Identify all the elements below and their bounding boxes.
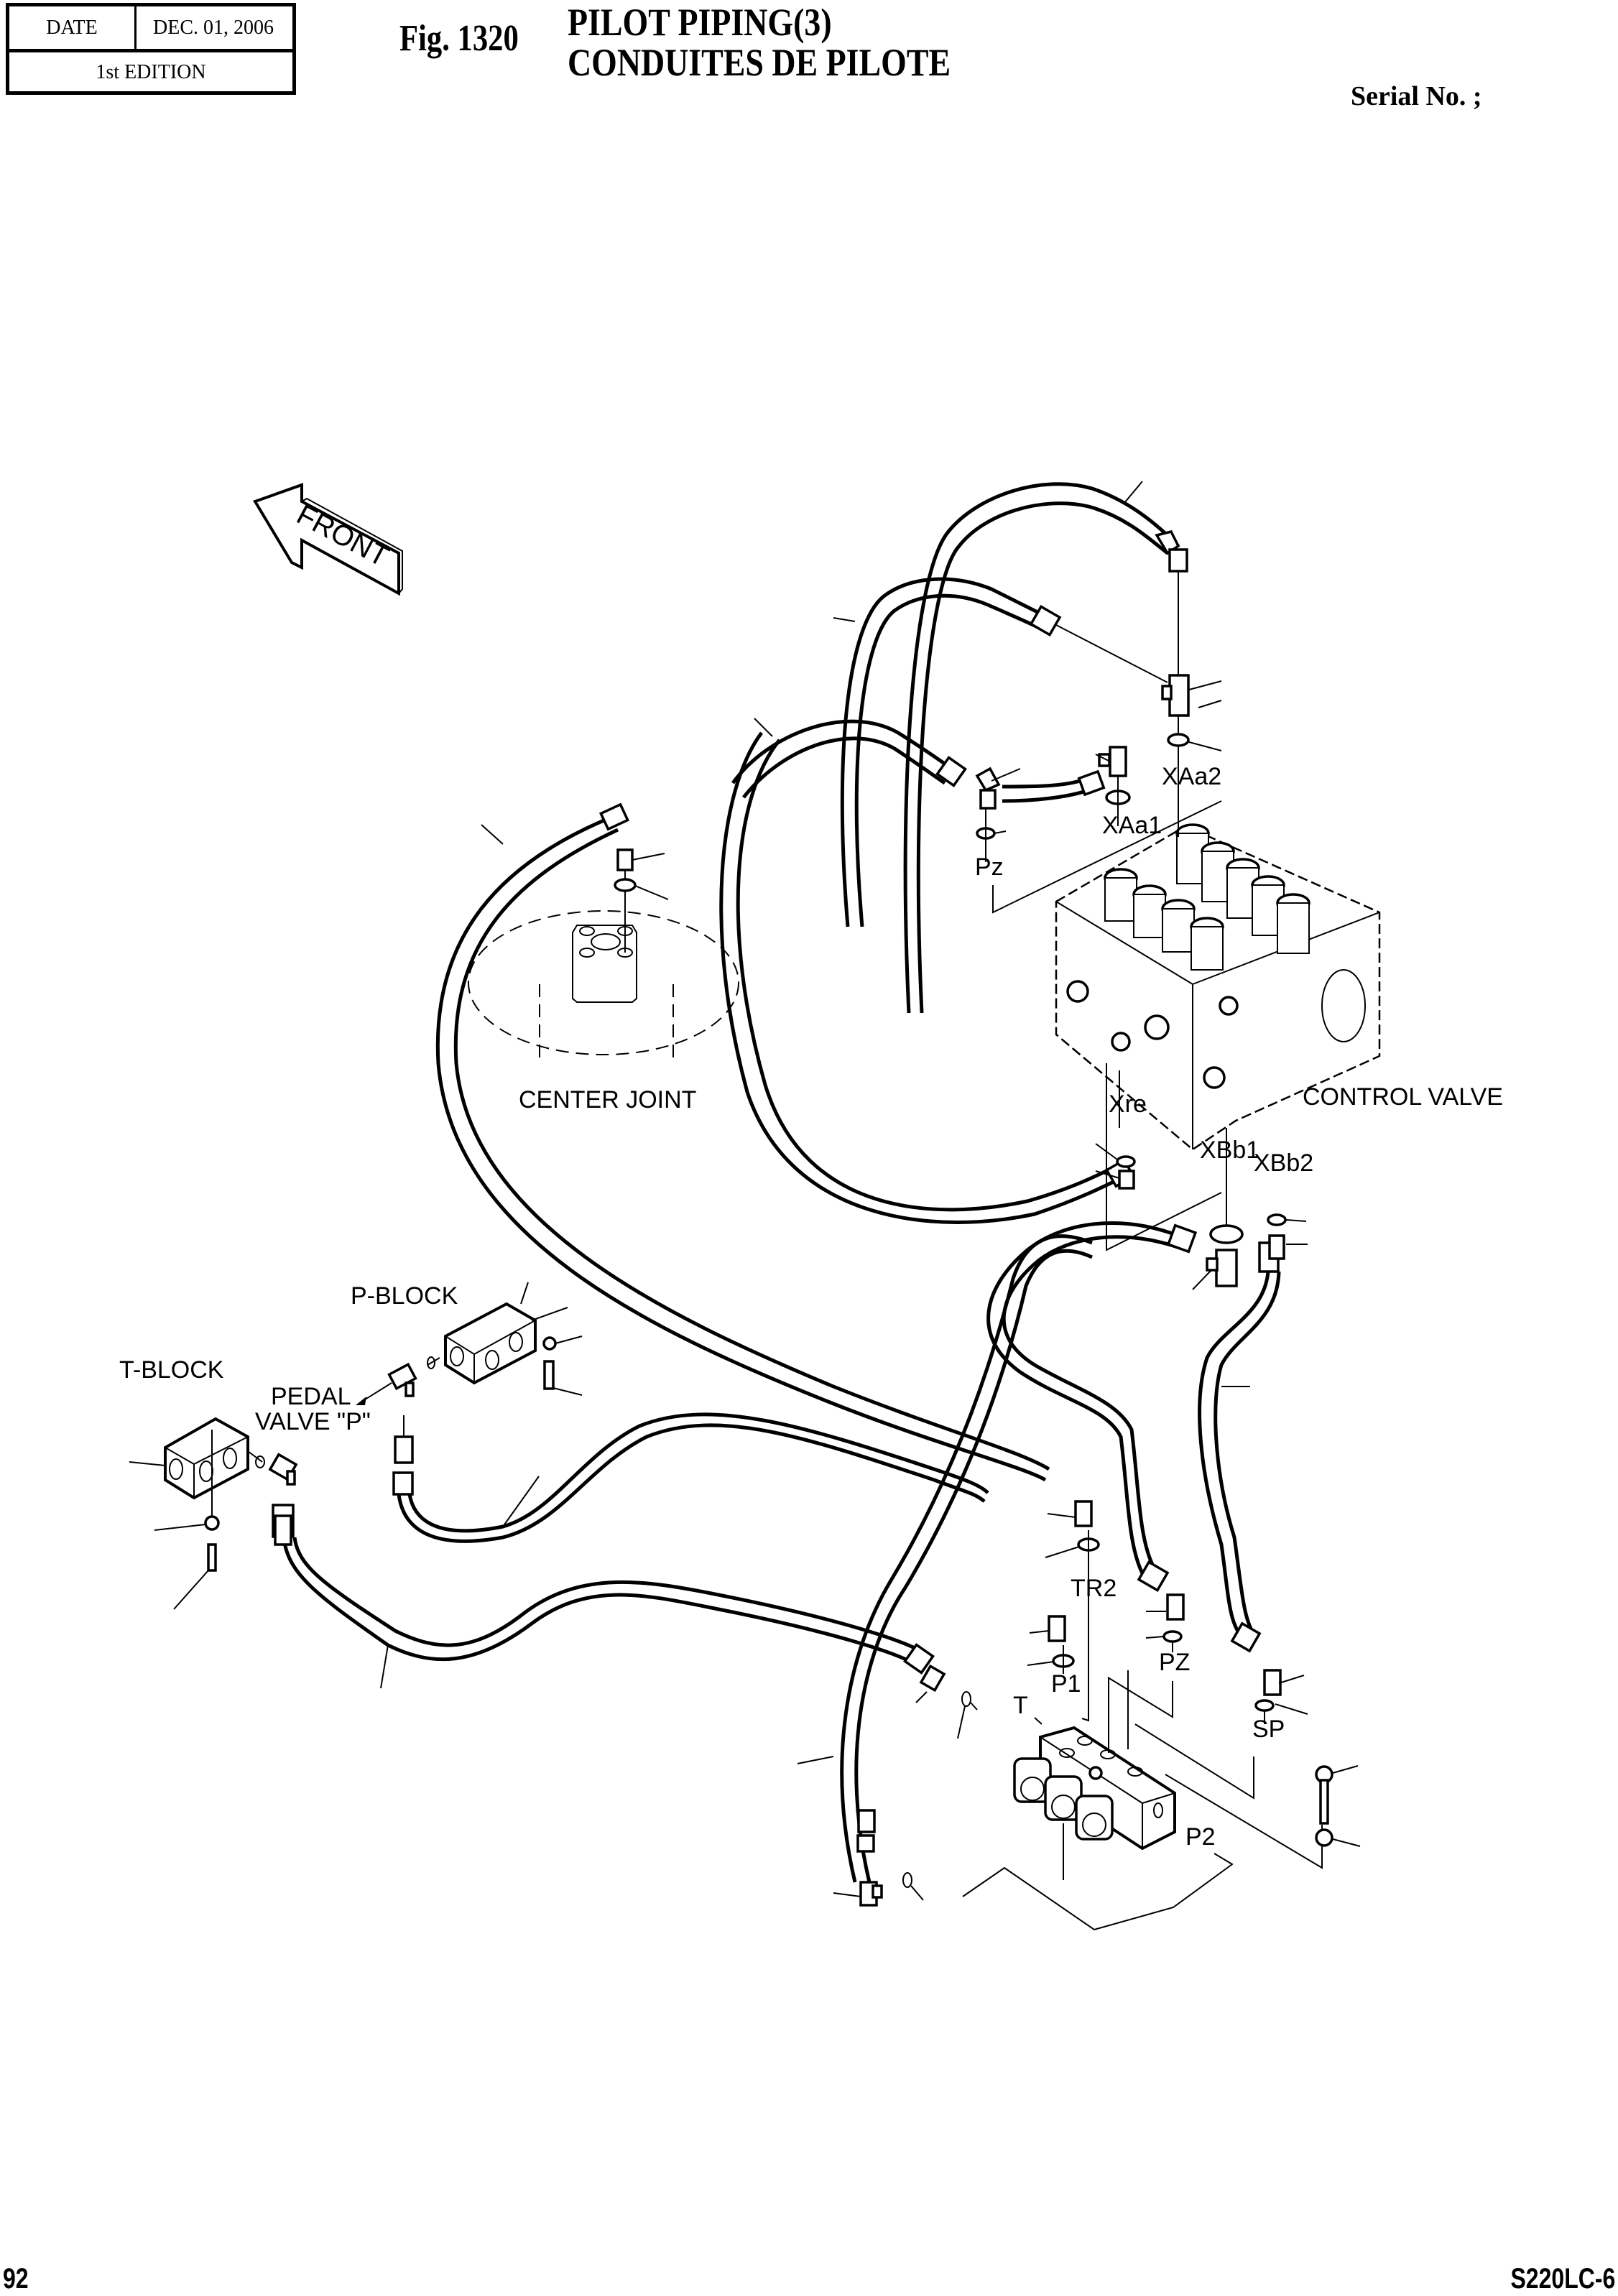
model-number: S220LC-6	[1510, 2263, 1615, 2295]
xbb1-tee-fitting	[1192, 1128, 1244, 1290]
pilot-manifold-block	[1013, 1717, 1176, 1880]
center-joint-label: CENTER JOINT	[519, 1086, 696, 1114]
port-label-p2: P2	[1185, 1823, 1216, 1851]
date-value: DEC. 01, 2006	[153, 16, 274, 39]
hose-t-block-to-manifold	[272, 1504, 935, 1689]
port-label-pz-lower: PZ	[1159, 1649, 1190, 1676]
hose-center-joint-to-manifold	[435, 802, 1050, 1482]
port-label-xaa2: XAa2	[1162, 763, 1221, 790]
hose-long-s-to-manifold	[797, 1234, 1094, 1883]
sp-elbow-fitting	[1254, 1669, 1308, 1724]
hose-pedal-to-manifold	[392, 1412, 989, 1543]
port-label-xre: Xre	[1109, 1091, 1147, 1118]
hose-xbb2-to-sp	[1198, 1241, 1281, 1653]
port-label-tr2: TR2	[1071, 1575, 1117, 1602]
page-title-french: CONDUITES DE PILOTE	[568, 41, 951, 84]
revision-date-row: DATE DEC. 01, 2006	[9, 6, 292, 52]
pz-elbow-fitting	[976, 808, 1007, 862]
pz-lower-elbow-fitting	[1145, 1593, 1185, 1652]
xaa2-tee-fitting	[1161, 571, 1222, 837]
control-valve	[1055, 823, 1381, 1151]
tr2-elbow-fitting	[1045, 1500, 1100, 1570]
hose-front-arch-to-pz	[731, 719, 1106, 810]
xbb2-connector	[1267, 1213, 1308, 1260]
front-arrow-icon: FRONT	[253, 483, 403, 596]
t-block	[129, 1417, 298, 1610]
hose-middle-arch	[833, 577, 1168, 927]
edition-label: 1st EDITION	[96, 61, 206, 83]
date-label: DATE	[9, 6, 137, 49]
port-label-xbb2: XBb2	[1254, 1149, 1313, 1177]
control-valve-spools	[1104, 823, 1310, 971]
p-block-label: P-BLOCK	[351, 1282, 458, 1310]
pedal-valve-fitting	[356, 1356, 440, 1464]
port-label-xbb1: XBb1	[1200, 1137, 1259, 1164]
center-joint	[468, 848, 739, 1063]
control-valve-label: CONTROL VALVE	[1303, 1083, 1503, 1111]
bolt-and-washer	[1315, 1765, 1361, 1847]
pedal-valve-label-line2: VALVE "P"	[255, 1408, 371, 1435]
figure-number: Fig. 1320	[399, 18, 519, 59]
port-label-p1: P1	[1051, 1670, 1081, 1698]
p1-elbow-fitting	[1027, 1615, 1075, 1674]
port-label-sp: SP	[1252, 1716, 1285, 1743]
port-label-pz-upper: Pz	[975, 853, 1004, 881]
hose-xbb1-to-pz	[986, 1221, 1198, 1593]
port-label-t: T	[1013, 1692, 1028, 1719]
revision-box: DATE DEC. 01, 2006 1st EDITION	[6, 3, 296, 95]
t-block-label: T-BLOCK	[119, 1356, 224, 1384]
serial-number-label: Serial No. ;	[1351, 81, 1482, 111]
manifold-solenoids	[1013, 1757, 1114, 1841]
xaa1-tee-fitting	[1095, 746, 1131, 826]
page-number: 92	[3, 2263, 29, 2295]
page-title-english: PILOT PIPING(3)	[568, 1, 832, 44]
t-port-connector	[915, 1664, 978, 1739]
xre-elbow-fitting	[1095, 1063, 1222, 1251]
pedal-valve-label-line1: PEDAL	[271, 1383, 351, 1410]
p-block	[444, 1282, 583, 1396]
lower-elbow-fitting	[833, 1872, 924, 1907]
